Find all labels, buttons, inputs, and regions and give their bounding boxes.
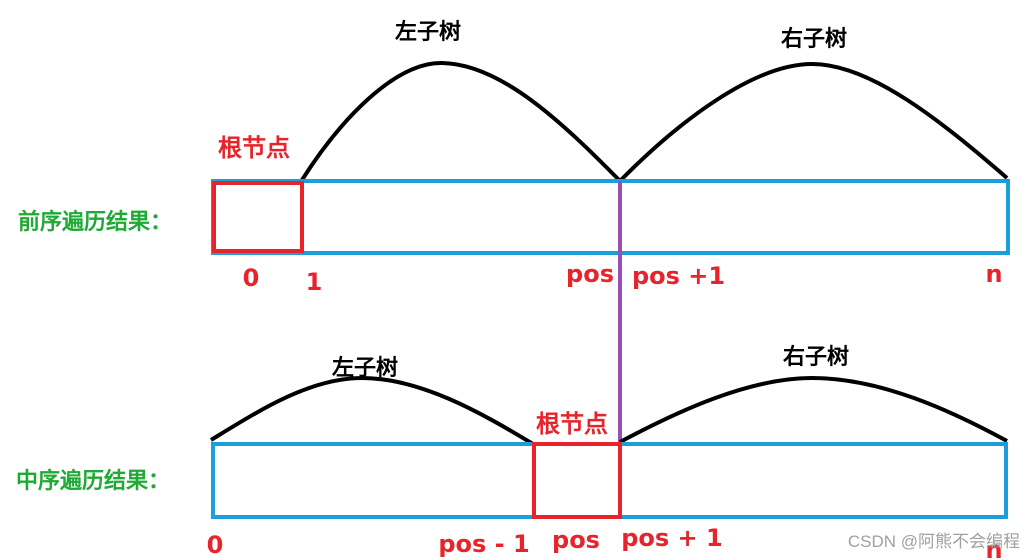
preorder-index-1: 1: [306, 268, 323, 296]
csdn-watermark: CSDN @阿熊不会编程: [848, 532, 1020, 551]
inorder-index-pos: pos: [552, 526, 600, 554]
preorder-left-subtree-label: 左子树: [395, 19, 461, 45]
inorder-index-n: n: [985, 536, 1002, 560]
preorder-left-subtree-curve: [300, 60, 622, 183]
preorder-row-label: 前序遍历结果：: [18, 209, 172, 235]
inorder-root-label: 根节点: [536, 410, 608, 438]
inorder-index-pos-plus-1: pos + 1: [621, 524, 722, 552]
inorder-right-subtree-label: 右子树: [783, 344, 849, 370]
preorder-root-label: 根节点: [218, 134, 290, 162]
preorder-root-box: [212, 181, 304, 253]
preorder-array-bar: [211, 179, 1010, 255]
preorder-index-0: 0: [243, 264, 260, 292]
preorder-index-pos: pos: [566, 260, 614, 288]
inorder-index-pos-minus-1: pos - 1: [438, 530, 529, 558]
inorder-right-subtree-curve: [619, 375, 1008, 444]
preorder-right-subtree-label: 右子树: [781, 26, 847, 52]
preorder-index-pos-plus-1: pos +1: [632, 262, 725, 290]
inorder-array-bar: [211, 442, 1008, 519]
preorder-right-subtree-curve: [618, 61, 1009, 183]
preorder-index-n: n: [985, 260, 1002, 288]
inorder-left-subtree-curve: [209, 375, 535, 446]
inorder-index-0: 0: [207, 531, 224, 559]
inorder-left-subtree-label: 左子树: [332, 355, 398, 381]
inorder-root-box: [532, 442, 622, 519]
inorder-row-label: 中序遍历结果：: [16, 468, 170, 494]
